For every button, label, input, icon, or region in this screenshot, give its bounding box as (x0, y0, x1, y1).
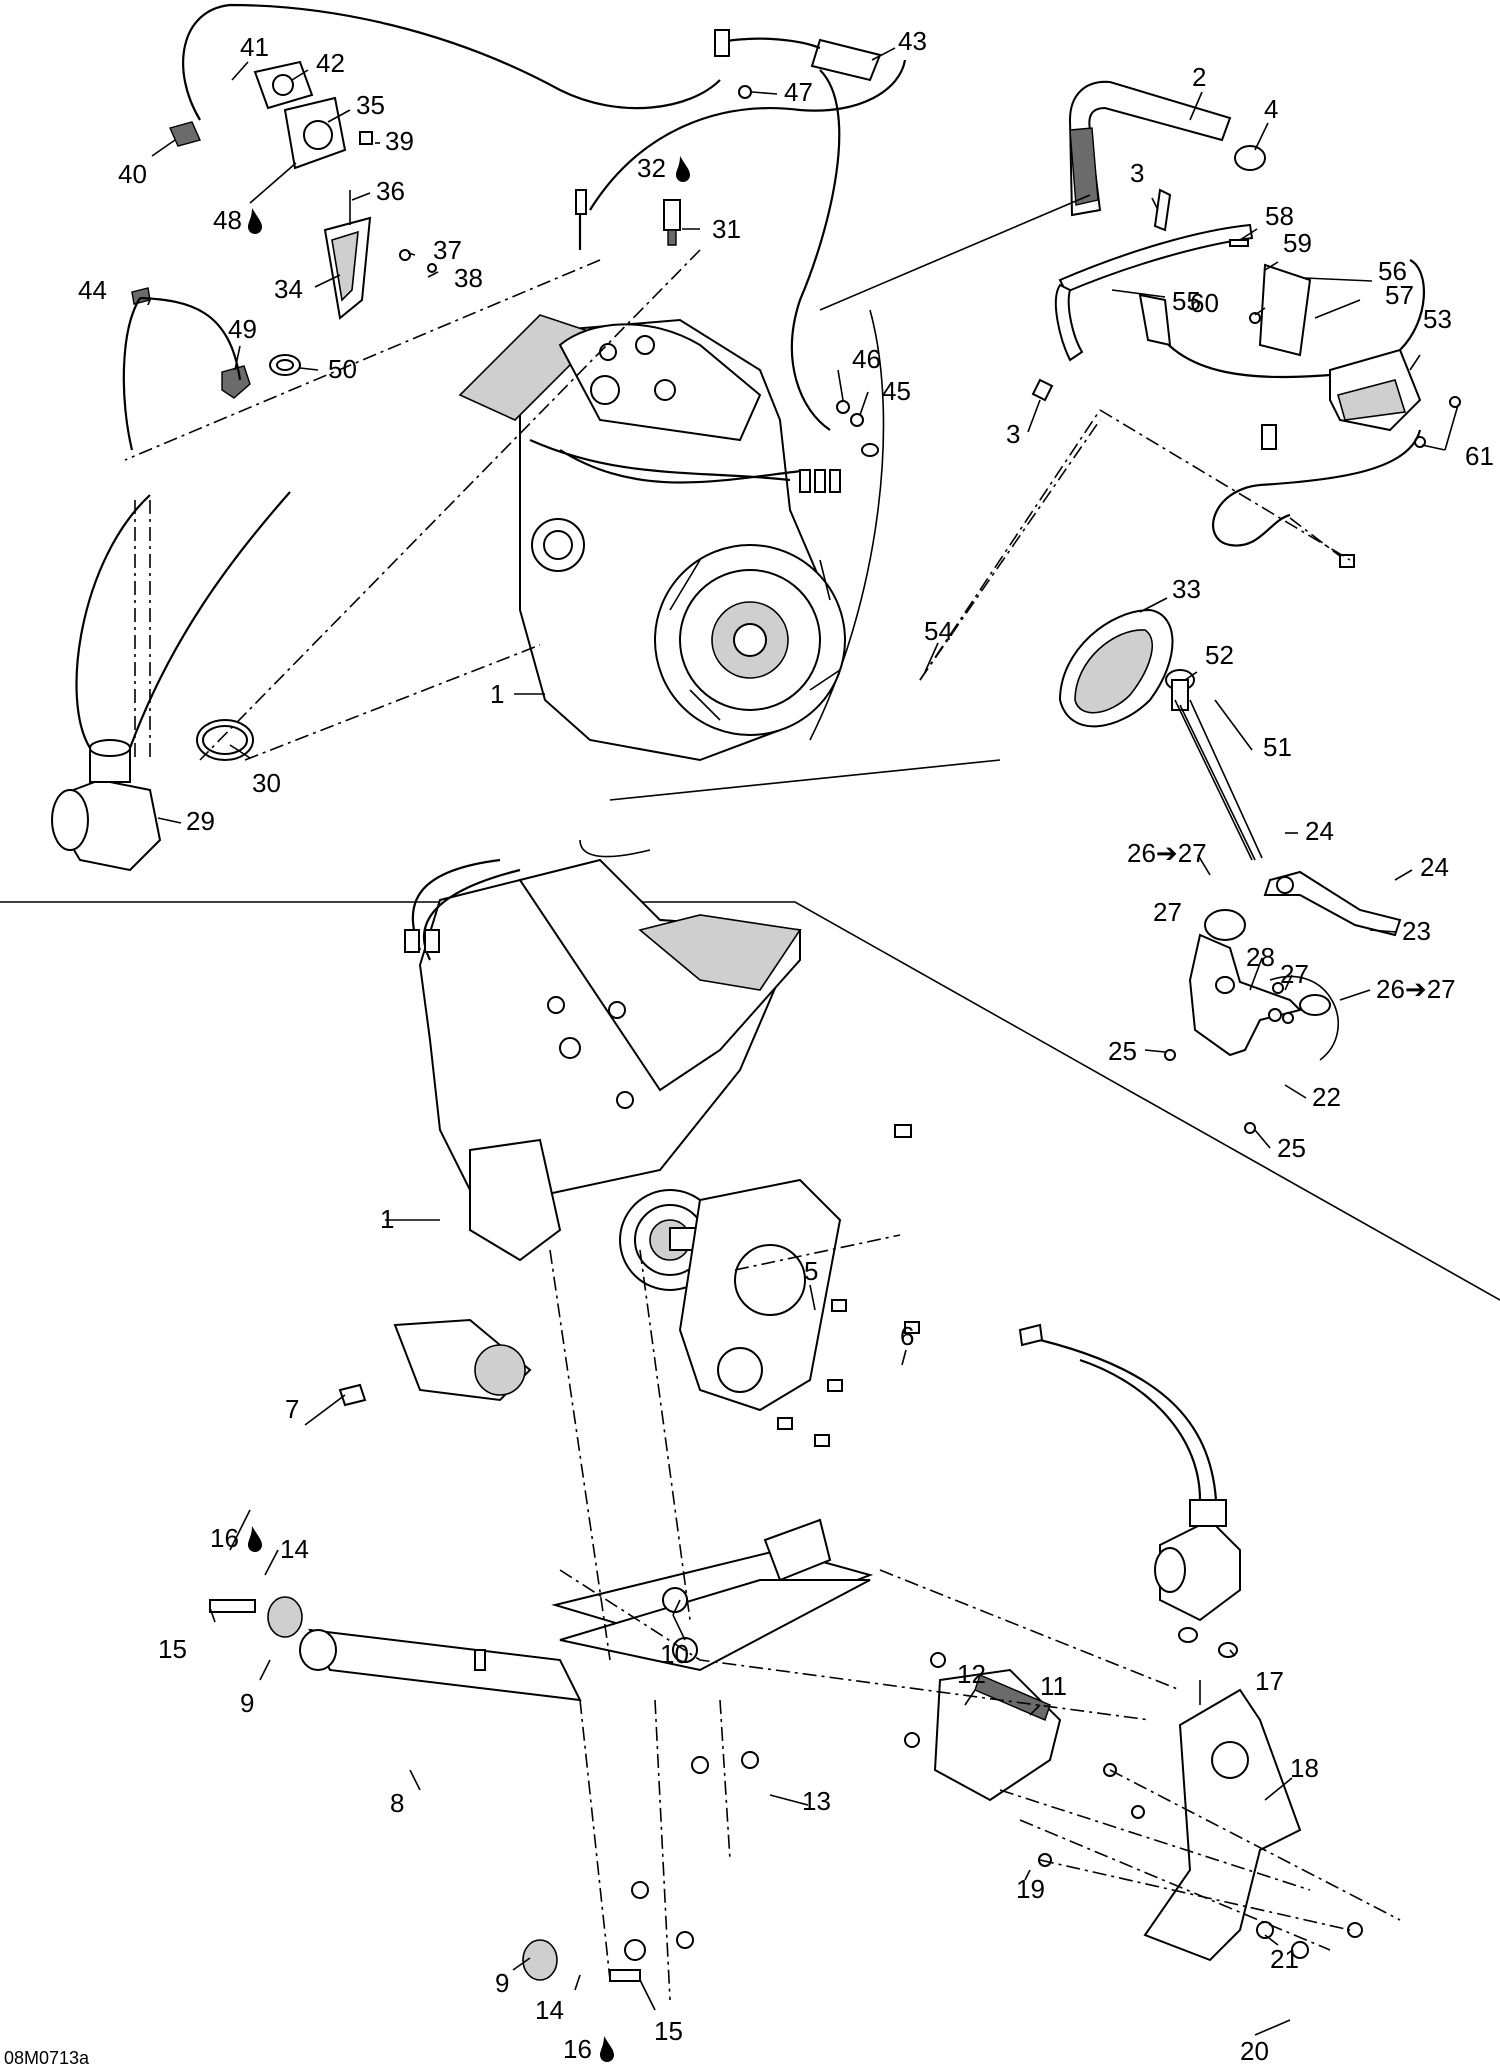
callout-58: 58 (1265, 201, 1294, 231)
callout-18: 18 (1290, 1753, 1319, 1783)
callout-45: 45 (882, 376, 911, 406)
callout-9-a: 9 (240, 1688, 254, 1718)
callout-15-a: 15 (158, 1634, 187, 1664)
callout-17: 17 (1255, 1666, 1284, 1696)
callout-2: 2 (1192, 62, 1206, 92)
callout-14-b: 14 (535, 1995, 564, 2025)
callout-35: 35 (356, 90, 385, 120)
callout-19: 19 (1016, 1874, 1045, 1904)
callout-4: 4 (1264, 94, 1278, 124)
callout-44: 44 (78, 275, 107, 305)
hose-and-ignition-parts (1031, 80, 1461, 568)
callout-42: 42 (316, 48, 345, 78)
carb-mount-assembly (904, 1323, 1363, 1962)
top-assembly-lines (124, 194, 1351, 1061)
callout-3-lower: 3 (1006, 419, 1020, 449)
callout-28: 28 (1246, 942, 1275, 972)
callout-6: 6 (900, 1321, 914, 1351)
oil-drop-icon (248, 208, 262, 234)
callout-26-27-a: 26➔27 (1127, 838, 1207, 868)
callout-46: 46 (852, 344, 881, 374)
callout-27-b: 27 (1280, 959, 1309, 989)
oil-drop-icon (600, 2036, 614, 2062)
callout-22: 22 (1312, 1082, 1341, 1112)
callout-7: 7 (285, 1394, 299, 1424)
callout-26-27-b: 26➔27 (1376, 974, 1456, 1004)
oil-drop-icon (248, 1526, 262, 1552)
callout-12: 12 (957, 1659, 986, 1689)
oil-drop-icon (676, 156, 690, 182)
bottom-assembly-lines (549, 1234, 1401, 2001)
callout-15-b: 15 (654, 2016, 683, 2046)
callout-21: 21 (1270, 1944, 1299, 1974)
callout-8: 8 (390, 1788, 404, 1818)
callout-23: 23 (1402, 916, 1431, 946)
callout-29: 29 (186, 806, 215, 836)
callout-24-b: 24 (1420, 852, 1449, 882)
callout-34: 34 (274, 274, 303, 304)
engine-top-view (458, 314, 846, 762)
recoil-starter-and-bracket (1058, 608, 1402, 1134)
air-intake-parts (122, 60, 437, 451)
callout-49: 49 (228, 314, 257, 344)
callout-5: 5 (804, 1256, 818, 1286)
callout-10: 10 (660, 1639, 689, 1669)
callout-31: 31 (712, 214, 741, 244)
callout-1-upper: 1 (490, 679, 504, 709)
carburetor-top (51, 491, 291, 872)
diagram-code: 08M0713a (4, 2048, 90, 2068)
callout-16-a: 16 (210, 1523, 239, 1553)
callout-50: 50 (328, 354, 357, 384)
callout-25-b: 25 (1277, 1133, 1306, 1163)
callout-3-upper: 3 (1130, 158, 1144, 188)
callout-leaders (147, 47, 1459, 2036)
callout-20: 20 (1240, 2036, 1269, 2066)
callout-labels: 41 42 35 39 40 48 36 37 38 34 43 47 32 3… (78, 26, 1494, 2066)
callout-52: 52 (1205, 640, 1234, 670)
callout-43: 43 (898, 26, 927, 56)
callout-40: 40 (118, 159, 147, 189)
callout-36: 36 (376, 176, 405, 206)
callout-60: 60 (1190, 288, 1219, 318)
callout-53: 53 (1423, 304, 1452, 334)
callout-14-a: 14 (280, 1534, 309, 1564)
callout-56: 56 (1378, 256, 1407, 286)
callout-39: 39 (385, 126, 414, 156)
callout-48: 48 (213, 205, 242, 235)
callout-61: 61 (1465, 441, 1494, 471)
wiring-and-spark-plug (182, 3, 907, 457)
callout-32: 32 (637, 153, 666, 183)
callout-47: 47 (784, 77, 813, 107)
callout-38: 38 (454, 263, 483, 293)
section-divider (0, 901, 1500, 1301)
callout-30: 30 (252, 768, 281, 798)
callout-37: 37 (433, 235, 462, 265)
callout-11: 11 (1040, 1671, 1067, 1701)
callout-13: 13 (802, 1786, 831, 1816)
callout-25-a: 25 (1108, 1036, 1137, 1066)
callout-59: 59 (1283, 228, 1312, 258)
callout-1-lower: 1 (380, 1204, 394, 1234)
starter-and-gasket (338, 1124, 920, 1447)
callout-33: 33 (1172, 574, 1201, 604)
callout-27-a: 27 (1153, 897, 1182, 927)
callout-9-b: 9 (495, 1968, 509, 1998)
engine-mount-rail (209, 1518, 874, 1982)
callout-16-b: 16 (563, 2034, 592, 2064)
callout-51: 51 (1263, 732, 1292, 762)
callout-41: 41 (240, 32, 269, 62)
callout-54: 54 (924, 616, 953, 646)
callout-57: 57 (1385, 280, 1414, 310)
callout-55: 55 (1172, 286, 1201, 316)
callout-24-a: 24 (1305, 816, 1334, 846)
